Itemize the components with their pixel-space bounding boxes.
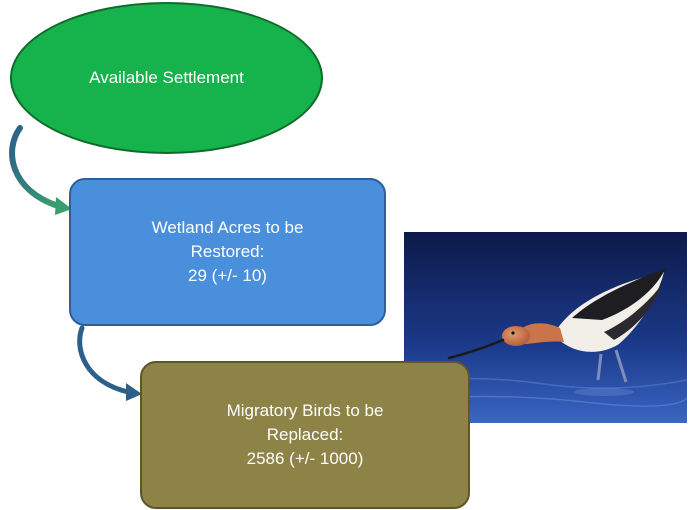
birds-line-2: Replaced: — [266, 425, 344, 444]
wetland-line-3: 29 (+/- 10) — [188, 266, 267, 285]
migratory-birds-box: Migratory Birds to be Replaced: 2586 (+/… — [140, 361, 470, 509]
settlement-label: Available Settlement — [89, 68, 244, 87]
wetland-line-1: Wetland Acres to be — [151, 218, 304, 237]
wetland-line-2: Restored: — [190, 242, 265, 261]
birds-line-3: 2586 (+/- 1000) — [246, 449, 364, 468]
birds-line-1: Migratory Birds to be — [226, 401, 384, 420]
settlement-oval: Available Settlement — [10, 2, 323, 154]
arrow-wetland-to-birds — [77, 325, 142, 401]
wetland-acres-box: Wetland Acres to be Restored: 29 (+/- 10… — [69, 178, 386, 326]
arrow-settlement-to-wetland — [9, 125, 72, 215]
